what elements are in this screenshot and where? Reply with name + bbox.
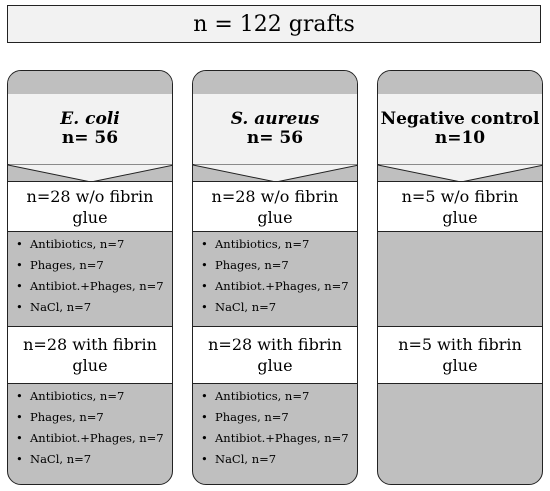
list-item: Phages, n=7 [16,255,172,276]
group-w-o-fibrin-glue: n=28 w/o fibrin glue [8,181,172,232]
list-item: Antibiot.+Phages, n=7 [16,276,172,297]
group-w-o-fibrin-glue: n=5 w/o fibrin glue [378,181,542,232]
list-item: Phages, n=7 [201,255,357,276]
column-cap [8,71,172,95]
list-item: Antibiotics, n=7 [16,386,172,407]
list-item: NaCl, n=7 [16,449,172,470]
header-arrow [8,164,172,183]
column-header: E. coli n= 56 [8,94,172,164]
list-item: Phages, n=7 [201,407,357,428]
column-header: Negative control n=10 [378,94,542,164]
column-cap [378,71,542,95]
header-arrow [193,164,357,183]
column-e-coli: E. coli n= 56 n=28 w/o fibrin glue Antib… [7,70,173,485]
column-title: E. coli [60,109,120,129]
list-item: Phages, n=7 [16,407,172,428]
column-frame: E. coli n= 56 n=28 w/o fibrin glue Antib… [7,70,173,485]
column-header: S. aureus n= 56 [193,94,357,164]
group-label: n=5 with fibrin glue [398,335,522,375]
column-count: n=10 [434,128,486,148]
header-arrow [378,164,542,183]
list-item: Antibiotics, n=7 [201,234,357,255]
group-label: n=28 with fibrin glue [23,335,157,375]
total-grafts-box: n = 122 grafts [7,5,541,43]
group-label: n=28 w/o fibrin glue [26,186,154,227]
list-item: Antibiotics, n=7 [201,386,357,407]
list-item: NaCl, n=7 [16,297,172,318]
group-with-fibrin-glue: n=5 with fibrin glue [378,326,542,384]
list-item: Antibiotics, n=7 [16,234,172,255]
column-s-aureus: S. aureus n= 56 n=28 w/o fibrin glue Ant… [192,70,358,485]
group-with-fibrin-glue: n=28 with fibrin glue [193,326,357,384]
column-title: S. aureus [230,109,320,129]
group-with-fibrin-glue: n=28 with fibrin glue [8,326,172,384]
group-label: n=28 with fibrin glue [208,335,342,375]
treatment-list: Antibiotics, n=7 Phages, n=7 Antibiot.+P… [193,386,357,470]
column-cap [193,71,357,95]
treatment-list: Antibiotics, n=7 Phages, n=7 Antibiot.+P… [193,234,357,318]
list-item: Antibiot.+Phages, n=7 [201,276,357,297]
list-item: NaCl, n=7 [201,449,357,470]
group-w-o-fibrin-glue: n=28 w/o fibrin glue [193,181,357,232]
group-label: n=28 w/o fibrin glue [211,186,339,227]
column-count: n= 56 [61,128,119,148]
total-grafts-label: n = 122 grafts [193,11,355,37]
column-frame: S. aureus n= 56 n=28 w/o fibrin glue Ant… [192,70,358,485]
column-frame: Negative control n=10 n=5 w/o fibrin glu… [377,70,543,485]
column-negative-control: Negative control n=10 n=5 w/o fibrin glu… [377,70,543,485]
column-title: Negative control [380,109,540,129]
column-count: n= 56 [246,128,304,148]
treatment-list: Antibiotics, n=7 Phages, n=7 Antibiot.+P… [8,234,172,318]
group-label: n=5 w/o fibrin glue [401,186,519,227]
list-item: Antibiot.+Phages, n=7 [16,428,172,449]
list-item: NaCl, n=7 [201,297,357,318]
treatment-list: Antibiotics, n=7 Phages, n=7 Antibiot.+P… [8,386,172,470]
list-item: Antibiot.+Phages, n=7 [201,428,357,449]
